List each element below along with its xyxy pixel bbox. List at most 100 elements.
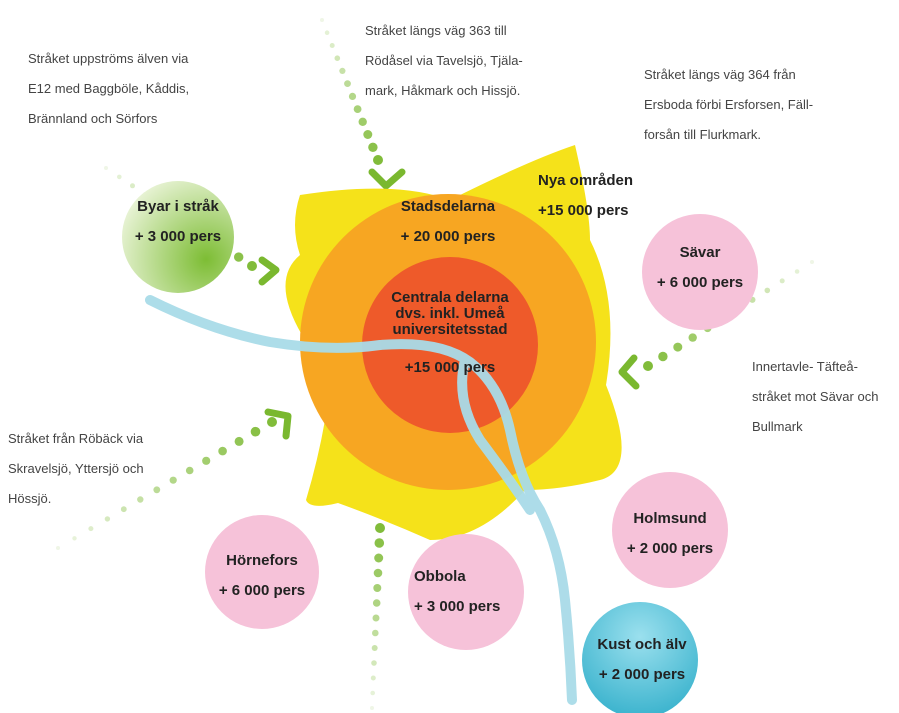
dots-top-dot bbox=[353, 105, 362, 113]
note-upstream-corridor: Stråket uppströms älven via E12 med Bagg… bbox=[28, 44, 189, 134]
dots-bottom-dot bbox=[375, 523, 385, 533]
dots-left-dot bbox=[185, 466, 194, 475]
river bbox=[145, 295, 577, 705]
bubble-name: Kust och älv bbox=[597, 636, 687, 653]
label-hornefors: Hörnefors + 6 000 pers bbox=[192, 552, 332, 599]
area-name-line: Centrala delarna bbox=[391, 289, 509, 306]
bubble-value: + 2 000 pers bbox=[626, 540, 714, 557]
dots-top-dot bbox=[324, 30, 330, 35]
bubble-value: + 3 000 pers bbox=[134, 228, 222, 245]
dots-bottom-dot bbox=[371, 645, 378, 651]
note-line: mark, Håkmark och Hissjö. bbox=[365, 83, 521, 98]
area-value: +15 000 pers bbox=[538, 202, 629, 219]
dots-top-dot bbox=[358, 117, 367, 127]
dots-bottom-dot bbox=[372, 599, 381, 607]
dots-left-dot bbox=[88, 526, 94, 532]
bubble-value: + 3 000 pers bbox=[414, 598, 501, 615]
bubble-savar bbox=[642, 214, 758, 330]
corridor-dots bbox=[56, 18, 814, 710]
dots-left-dot bbox=[56, 546, 60, 550]
area-value: +15 000 pers bbox=[404, 359, 496, 376]
note-line: Stråket längs väg 363 till bbox=[365, 23, 507, 38]
arrow-right bbox=[618, 354, 640, 390]
dots-top-dot bbox=[334, 55, 341, 61]
note-line: Ersboda förbi Ersforsen, Fäll- bbox=[644, 97, 814, 112]
bubble-holmsund bbox=[612, 472, 728, 588]
dots-left-dot bbox=[104, 516, 111, 522]
dots-left-dot bbox=[120, 506, 127, 513]
note-roback-corridor: Stråket från Röbäck via Skravelsjö, Ytte… bbox=[8, 424, 144, 514]
dots-left-dot bbox=[250, 426, 261, 437]
dots-bottom-dot bbox=[371, 660, 377, 666]
bubble-name: Sävar bbox=[679, 244, 721, 261]
dots-bottom-dot bbox=[373, 584, 382, 592]
note-line: Stråket längs väg 364 från bbox=[644, 67, 796, 82]
note-line: Skravelsjö, Yttersjö och bbox=[8, 461, 144, 476]
note-line: Stråket uppströms älven via bbox=[28, 51, 189, 66]
note-innertavle-corridor: Innertavle- Täfteå- stråket mot Sävar oc… bbox=[752, 352, 878, 442]
note-line: Hössjö. bbox=[8, 491, 52, 506]
note-line: Innertavle- Täfteå- bbox=[752, 359, 858, 374]
note-line: Rödåsel via Tavelsjö, Tjäla- bbox=[365, 53, 523, 68]
river-main bbox=[145, 295, 577, 705]
river-branch bbox=[457, 355, 535, 515]
dots-left-dot bbox=[169, 476, 177, 484]
area-name: Stadsdelarna bbox=[400, 198, 496, 215]
area-name-line: universitetsstad bbox=[392, 321, 508, 338]
bubble-byar bbox=[122, 181, 234, 293]
dots-right-dot bbox=[810, 260, 814, 264]
dots-top-dot bbox=[339, 67, 346, 74]
note-line: forsån till Flurkmark. bbox=[644, 127, 762, 142]
label-central-parts: Centrala delarna dvs. inkl. Umeå univers… bbox=[365, 290, 535, 376]
dots-right-dot bbox=[673, 342, 683, 352]
dots-right-dot bbox=[688, 333, 697, 342]
label-city-districts: Stadsdelarna + 20 000 pers bbox=[378, 198, 518, 245]
area-name: Nya områden bbox=[538, 172, 634, 189]
dots-right-dot bbox=[643, 361, 653, 371]
bubble-name: Byar i stråk bbox=[137, 198, 219, 215]
note-line: Bullmark bbox=[752, 419, 803, 434]
bubble-value: + 6 000 pers bbox=[218, 582, 306, 599]
dots-bottom-dot bbox=[374, 538, 385, 548]
note-line: E12 med Baggböle, Kåddis, bbox=[28, 81, 190, 96]
label-byar: Byar i stråk + 3 000 pers bbox=[108, 198, 248, 245]
dots-bottom-dot bbox=[370, 675, 376, 681]
dots-right-dot bbox=[779, 278, 785, 284]
area-value: + 20 000 pers bbox=[400, 228, 496, 245]
area-name-line: dvs. inkl. Umeå bbox=[395, 305, 505, 322]
note-road-364-corridor: Stråket längs väg 364 från Ersboda förbi… bbox=[644, 60, 813, 150]
bubble-name: Holmsund bbox=[633, 510, 707, 527]
dots-right-dot bbox=[658, 351, 668, 362]
arrow-left-upper bbox=[258, 256, 280, 286]
dots-bottom-dot bbox=[373, 568, 383, 578]
dots-left-dot bbox=[202, 456, 211, 465]
bubble-name: Obbola bbox=[414, 568, 466, 585]
dots-right-dot bbox=[794, 269, 800, 274]
label-kust: Kust och älv + 2 000 pers bbox=[572, 636, 712, 683]
label-savar: Sävar + 6 000 pers bbox=[630, 244, 770, 291]
bubble-obbola bbox=[408, 534, 524, 650]
dots-left-dot bbox=[72, 536, 77, 541]
note-line: Stråket från Röbäck via bbox=[8, 431, 144, 446]
dots-top-dot bbox=[373, 155, 383, 165]
label-holmsund: Holmsund + 2 000 pers bbox=[600, 510, 740, 557]
dots-bottom-dot bbox=[370, 690, 376, 696]
dots-right-dot bbox=[764, 287, 771, 294]
dots-left-dot bbox=[218, 446, 227, 456]
bubble-value: + 6 000 pers bbox=[656, 274, 744, 291]
dots-upper-left-dot bbox=[130, 183, 135, 189]
dots-top-dot bbox=[329, 43, 335, 48]
bubble-value: + 2 000 pers bbox=[598, 666, 686, 683]
dots-upper-left-dot bbox=[247, 261, 257, 271]
dots-upper-left-dot bbox=[117, 174, 122, 180]
dots-top-dot bbox=[368, 142, 378, 152]
dots-bottom-dot bbox=[372, 614, 380, 622]
dots-left-dot bbox=[267, 417, 277, 427]
dots-top-dot bbox=[344, 80, 351, 87]
dots-left-dot bbox=[234, 436, 244, 446]
dots-top-dot bbox=[363, 130, 373, 139]
dots-upper-left-dot bbox=[104, 166, 108, 170]
dots-upper-left-dot bbox=[234, 252, 244, 262]
